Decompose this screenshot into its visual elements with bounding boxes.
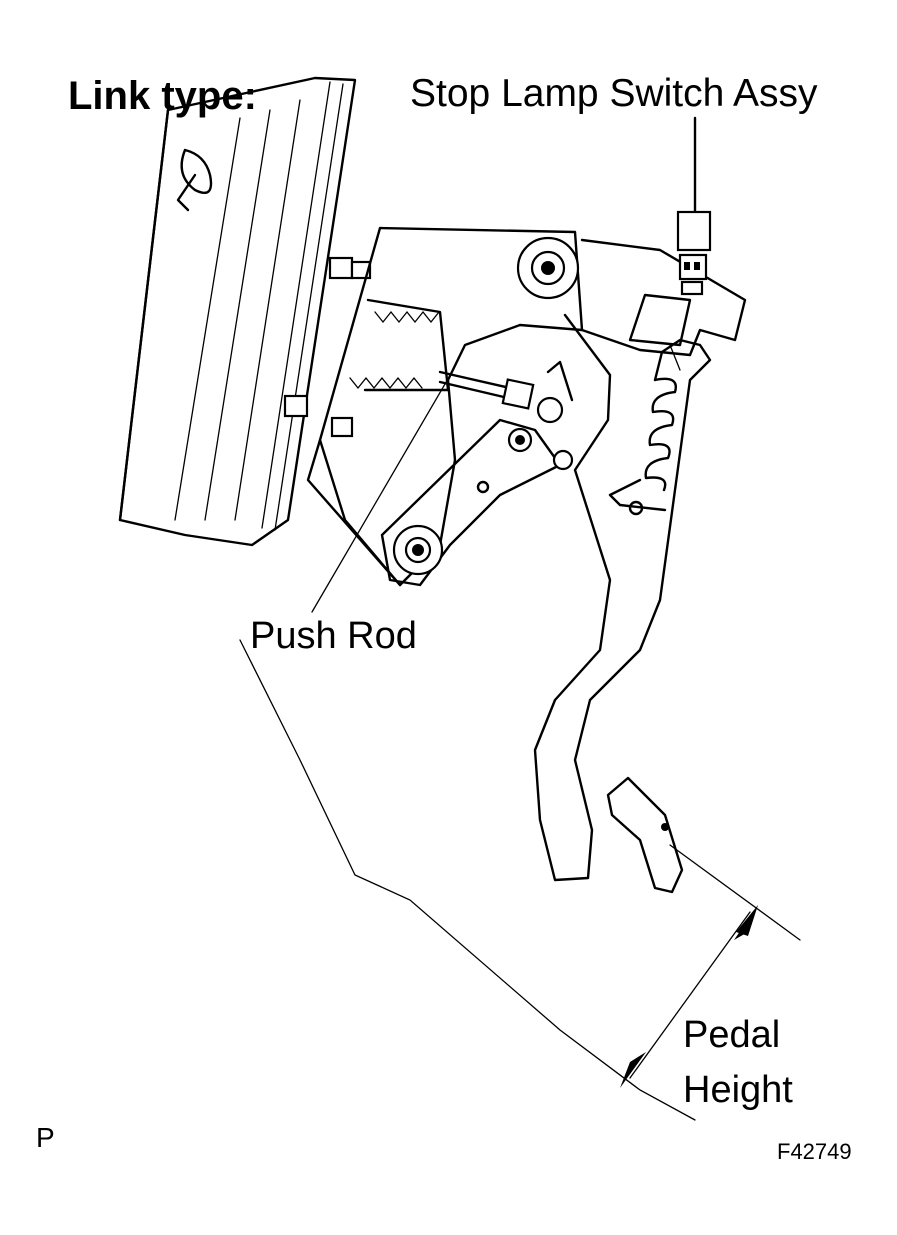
return-spring — [608, 344, 681, 516]
pedal-height-label-line1: Pedal — [683, 1014, 781, 1056]
corner-mark: P — [36, 1122, 55, 1153]
link-lever — [380, 418, 574, 587]
figure-code: F42749 — [777, 1139, 852, 1164]
push-rod-label: Push Rod — [250, 615, 417, 657]
mounting-bolts — [283, 256, 372, 438]
stop-lamp-switch-label: Stop Lamp Switch Assy — [410, 72, 818, 115]
push-rod-leader — [311, 371, 453, 613]
stop-lamp-switch — [628, 116, 712, 347]
brake-booster — [118, 76, 357, 547]
diagram-title: Link type: — [68, 74, 257, 118]
pedal-height-label-line2: Height — [683, 1069, 793, 1111]
pedal-bracket — [306, 226, 747, 587]
pedal-height-dimension — [620, 844, 801, 1088]
floor-line — [239, 639, 696, 1121]
brake-pedal-arm — [533, 313, 712, 894]
push-rod — [438, 360, 574, 424]
push-rod-boot — [349, 298, 450, 392]
